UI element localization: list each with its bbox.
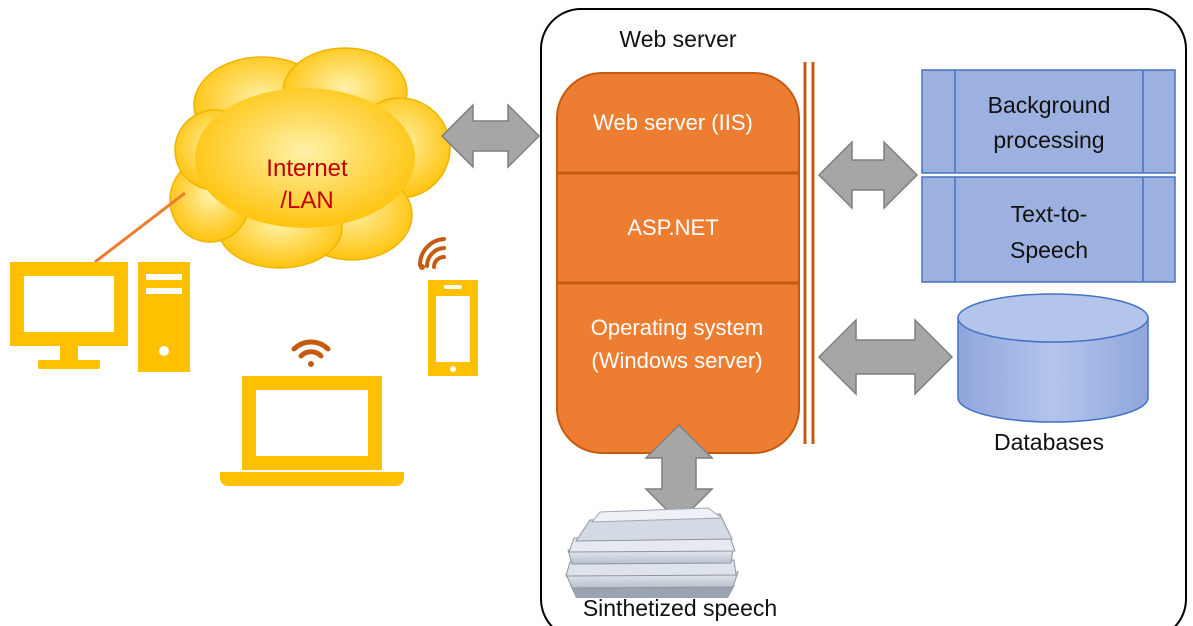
bus-modules-arrow	[817, 140, 919, 210]
server-bus-line	[803, 62, 815, 444]
module-background-processing-line1: Background	[988, 92, 1111, 118]
module-text-to-speech-line1: Text-to-	[1011, 201, 1088, 227]
server-stack: Web server (IIS) ASP.NET Operating syste…	[556, 72, 800, 454]
speech-files-stack-icon	[565, 507, 739, 598]
cloud-label-line1: Internet	[266, 155, 348, 182]
database-cylinder-icon	[957, 293, 1149, 423]
module-text-to-speech-line2: Speech	[1010, 237, 1088, 263]
desktop-computer-icon	[10, 262, 190, 372]
laptop-icon	[220, 376, 404, 486]
internet-lan-cloud: Internet /LAN	[169, 47, 451, 269]
cloud-label-line2: /LAN	[280, 187, 333, 214]
speech-label: Sinthetized speech	[583, 595, 777, 621]
database-label: Databases	[994, 429, 1104, 455]
stack-layer-aspnet: ASP.NET	[627, 215, 718, 240]
smartphone-wifi-icon	[417, 237, 446, 270]
stack-layer-os-line2: (Windows server)	[591, 348, 762, 373]
module-background-processing-line2: processing	[993, 127, 1104, 153]
laptop-wifi-icon	[291, 339, 331, 367]
web-server-frame-title: Web server	[619, 26, 737, 52]
stack-layer-os-line1: Operating system	[591, 315, 763, 340]
module-background-processing: Background processing	[921, 69, 1176, 174]
bus-database-arrow	[817, 318, 954, 396]
smartphone-icon	[428, 280, 478, 376]
module-text-to-speech: Text-to- Speech	[921, 176, 1176, 283]
cloud-to-desktop-link	[94, 191, 186, 264]
cloud-server-arrow	[440, 103, 541, 169]
stack-layer-iis: Web server (IIS)	[593, 110, 753, 135]
